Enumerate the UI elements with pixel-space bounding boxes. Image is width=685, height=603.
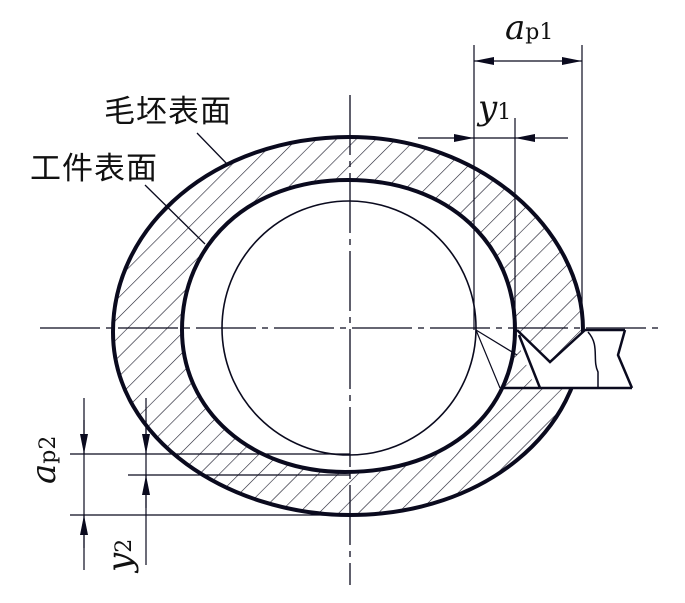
workpiece-surface-label: 工件表面	[30, 151, 158, 187]
y1-label: y1	[478, 88, 511, 128]
ap2-symbol: a	[24, 463, 64, 484]
y2-subscript: 2	[112, 538, 137, 553]
blank-surface-outline	[110, 134, 586, 518]
y1-symbol: y	[478, 88, 498, 128]
label-leaders	[144, 132, 229, 245]
ap1-label: ap1	[505, 8, 553, 48]
cutting-tool	[503, 328, 634, 390]
y1-dimension	[418, 118, 568, 330]
ap2-subscript: p2	[36, 435, 61, 464]
ap2-y2-extensions	[70, 453, 350, 516]
ap1-dimension	[473, 45, 583, 330]
ap2-label: ap2	[24, 436, 64, 484]
ap1-symbol: a	[505, 8, 526, 48]
ap1-subscript: p1	[525, 20, 554, 45]
y1-subscript: 1	[497, 100, 512, 125]
tool-contact-lines	[475, 329, 518, 389]
y2-symbol: y	[100, 552, 140, 572]
centerlines	[40, 95, 660, 585]
y2-label: y2	[100, 539, 140, 572]
blank-surface-label: 毛坯表面	[104, 94, 232, 130]
